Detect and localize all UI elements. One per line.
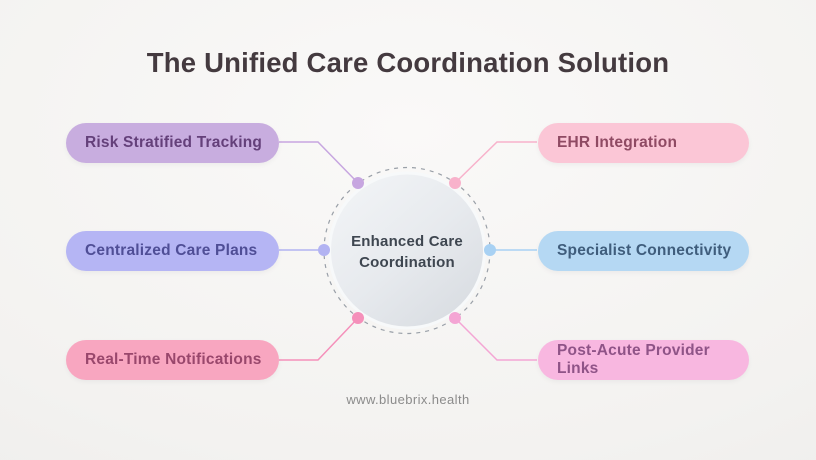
connector-dot-centralized-care-plans (318, 244, 330, 256)
connector-line-risk-stratified-tracking (279, 141, 359, 184)
page-title: The Unified Care Coordination Solution (146, 47, 670, 78)
center-circle (331, 174, 483, 327)
connector-dot-specialist-connectivity (484, 244, 496, 256)
pill-specialist-connectivity: Specialist Connectivity (538, 231, 749, 271)
connector-dot-risk-stratified-tracking (352, 177, 364, 189)
connector-line-ehr-integration (454, 141, 537, 184)
connector-line-real-time-notifications (279, 317, 359, 361)
connector-dot-ehr-integration (449, 177, 461, 189)
pill-ehr-integration: EHR Integration (538, 123, 749, 163)
pill-post-acute-provider-links: Post-Acute Provider Links (538, 340, 749, 380)
website-url: www.bluebrix.health (346, 392, 470, 407)
pill-risk-stratified-tracking: Risk Stratified Tracking (66, 123, 279, 163)
pill-centralized-care-plans: Centralized Care Plans (66, 231, 279, 271)
connector-dot-post-acute-provider-links (449, 312, 461, 324)
pill-real-time-notifications: Real-Time Notifications (66, 340, 279, 380)
center-node-label: Enhanced Care Coordination (351, 233, 463, 271)
connector-line-post-acute-provider-links (454, 317, 537, 361)
connector-dot-real-time-notifications (352, 312, 364, 324)
